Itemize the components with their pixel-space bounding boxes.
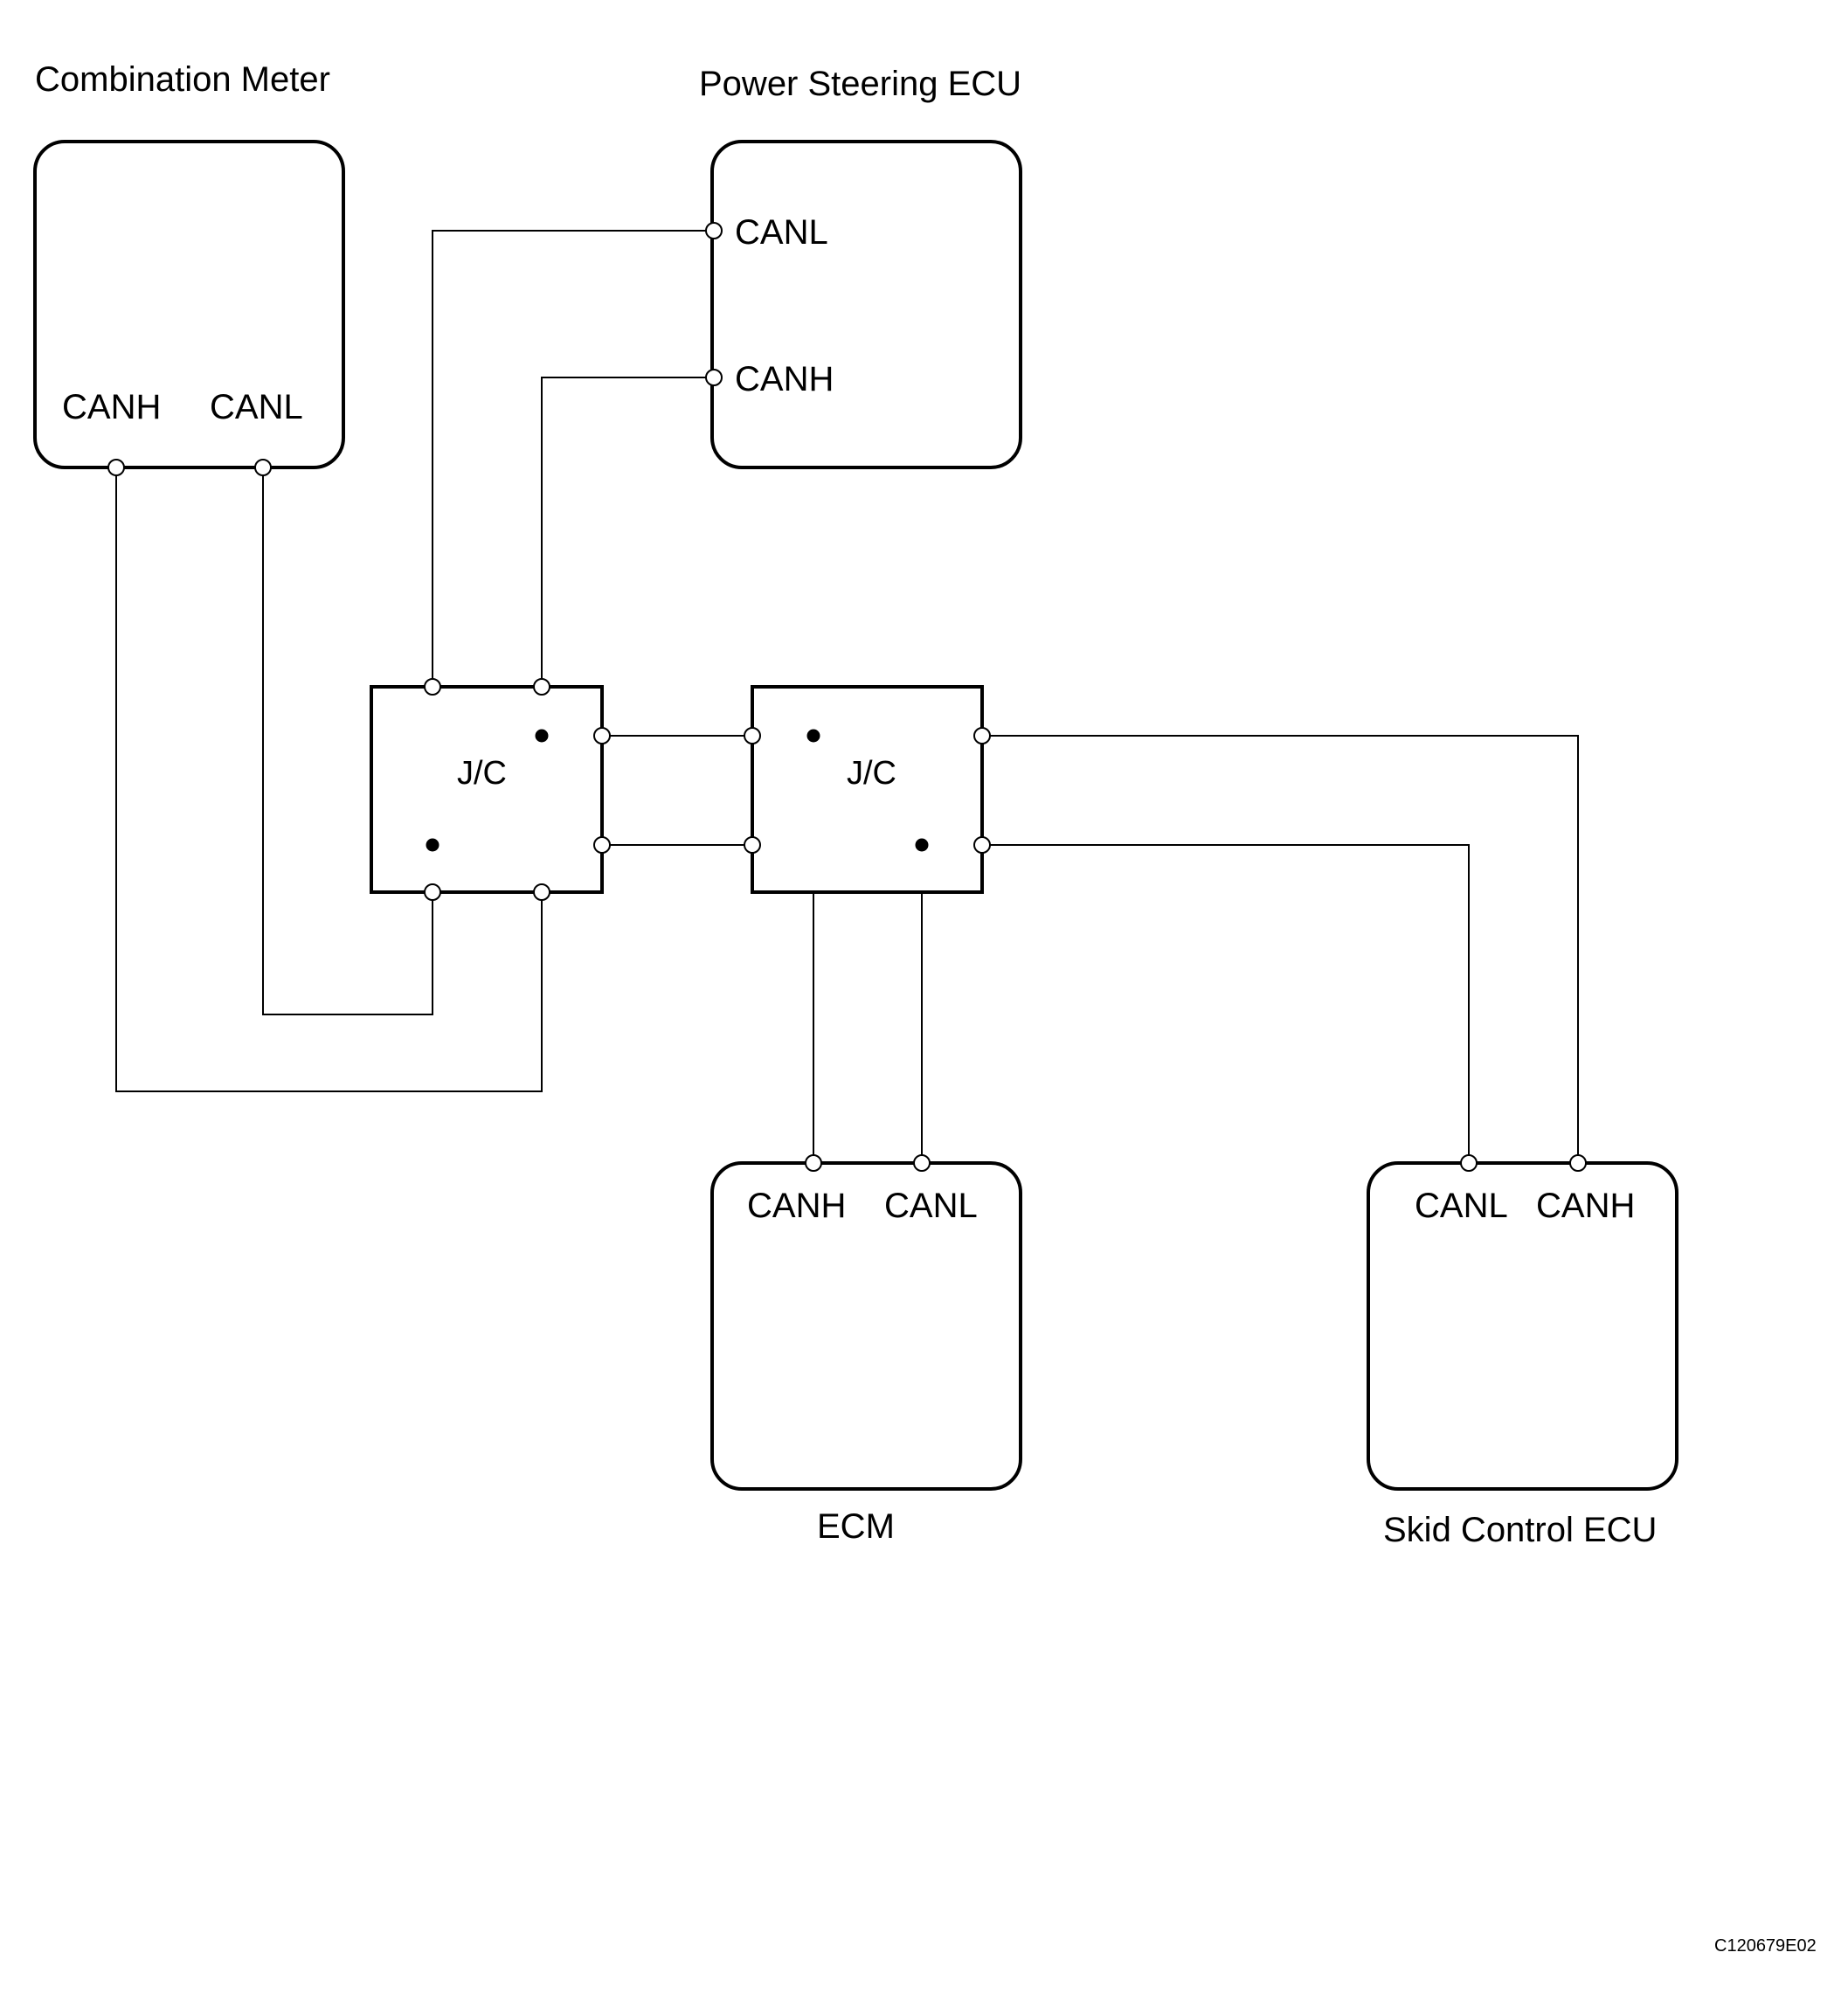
figure-code: C120679E02 (1714, 1936, 1817, 1956)
skid-control-ecu-canh-label: CANH (1536, 1187, 1635, 1225)
junction-connector-left-label: J/C (457, 755, 507, 792)
skid-control-ecu: CANL CANH Skid Control ECU (1367, 1161, 1678, 1549)
terminal-right-jc-left-canl (744, 836, 761, 854)
wire-combination-meter-canl (262, 467, 433, 1015)
terminal-left-jc-bottom-canl (424, 883, 441, 901)
splice-points (426, 729, 929, 852)
splice-right-jc-canl (915, 838, 929, 852)
power-steering-ecu-box (710, 140, 1022, 469)
terminal-left-jc-top-canl (424, 678, 441, 696)
combination-meter-canl-label: CANL (210, 388, 303, 426)
wire-power-steering-canh (541, 377, 714, 687)
terminal-right-jc-right-canl (973, 836, 991, 854)
junction-connector-right: J/C (751, 685, 984, 894)
terminal-right-jc-left-canh (744, 727, 761, 744)
skid-control-ecu-title: Skid Control ECU (1383, 1511, 1657, 1549)
junction-connector-right-label: J/C (847, 755, 896, 792)
terminal-skid-control-canl (1460, 1154, 1478, 1172)
terminal-ecm-canh (805, 1154, 822, 1172)
ecm-title: ECM (817, 1507, 895, 1546)
terminal-left-jc-right-canl (593, 836, 611, 854)
terminals (107, 222, 1587, 1172)
terminal-right-jc-right-canh (973, 727, 991, 744)
splice-left-jc-canh (535, 729, 549, 743)
wire-combination-meter-canh (115, 467, 543, 1092)
combination-meter: Combination Meter CANH CANL (33, 60, 345, 469)
skid-control-ecu-canl-label: CANL (1415, 1187, 1508, 1225)
junction-connector-right-box (751, 685, 984, 894)
terminal-combination-meter-canh (107, 459, 125, 476)
ecm-canl-label: CANL (884, 1187, 978, 1225)
power-steering-ecu: Power Steering ECU CANL CANH (699, 65, 1022, 469)
power-steering-ecu-canl-label: CANL (735, 213, 828, 252)
terminal-power-steering-canh (705, 369, 723, 386)
junction-connector-left-box (370, 685, 604, 894)
combination-meter-canh-label: CANH (62, 388, 161, 426)
terminal-ecm-canl (913, 1154, 931, 1172)
power-steering-ecu-title: Power Steering ECU (699, 65, 1021, 103)
terminal-left-jc-bottom-canh (533, 883, 550, 901)
terminal-power-steering-canl (705, 222, 723, 239)
wire-skid-control-canh (982, 735, 1579, 1163)
combination-meter-title: Combination Meter (35, 60, 330, 99)
ecm-canh-label: CANH (747, 1187, 846, 1225)
wire-power-steering-canl (432, 230, 714, 687)
terminal-left-jc-right-canh (593, 727, 611, 744)
wire-skid-control-canl (982, 844, 1470, 1163)
combination-meter-box (33, 140, 345, 469)
splice-right-jc-canh (806, 729, 820, 743)
splice-left-jc-canl (426, 838, 440, 852)
power-steering-ecu-canh-label: CANH (735, 360, 834, 398)
skid-control-ecu-box (1367, 1161, 1678, 1491)
terminal-combination-meter-canl (254, 459, 272, 476)
terminal-left-jc-top-canh (533, 678, 550, 696)
terminal-skid-control-canh (1569, 1154, 1587, 1172)
ecm-box (710, 1161, 1022, 1491)
junction-connector-left: J/C (370, 685, 604, 894)
ecm: CANH CANL ECM (710, 1161, 1022, 1546)
